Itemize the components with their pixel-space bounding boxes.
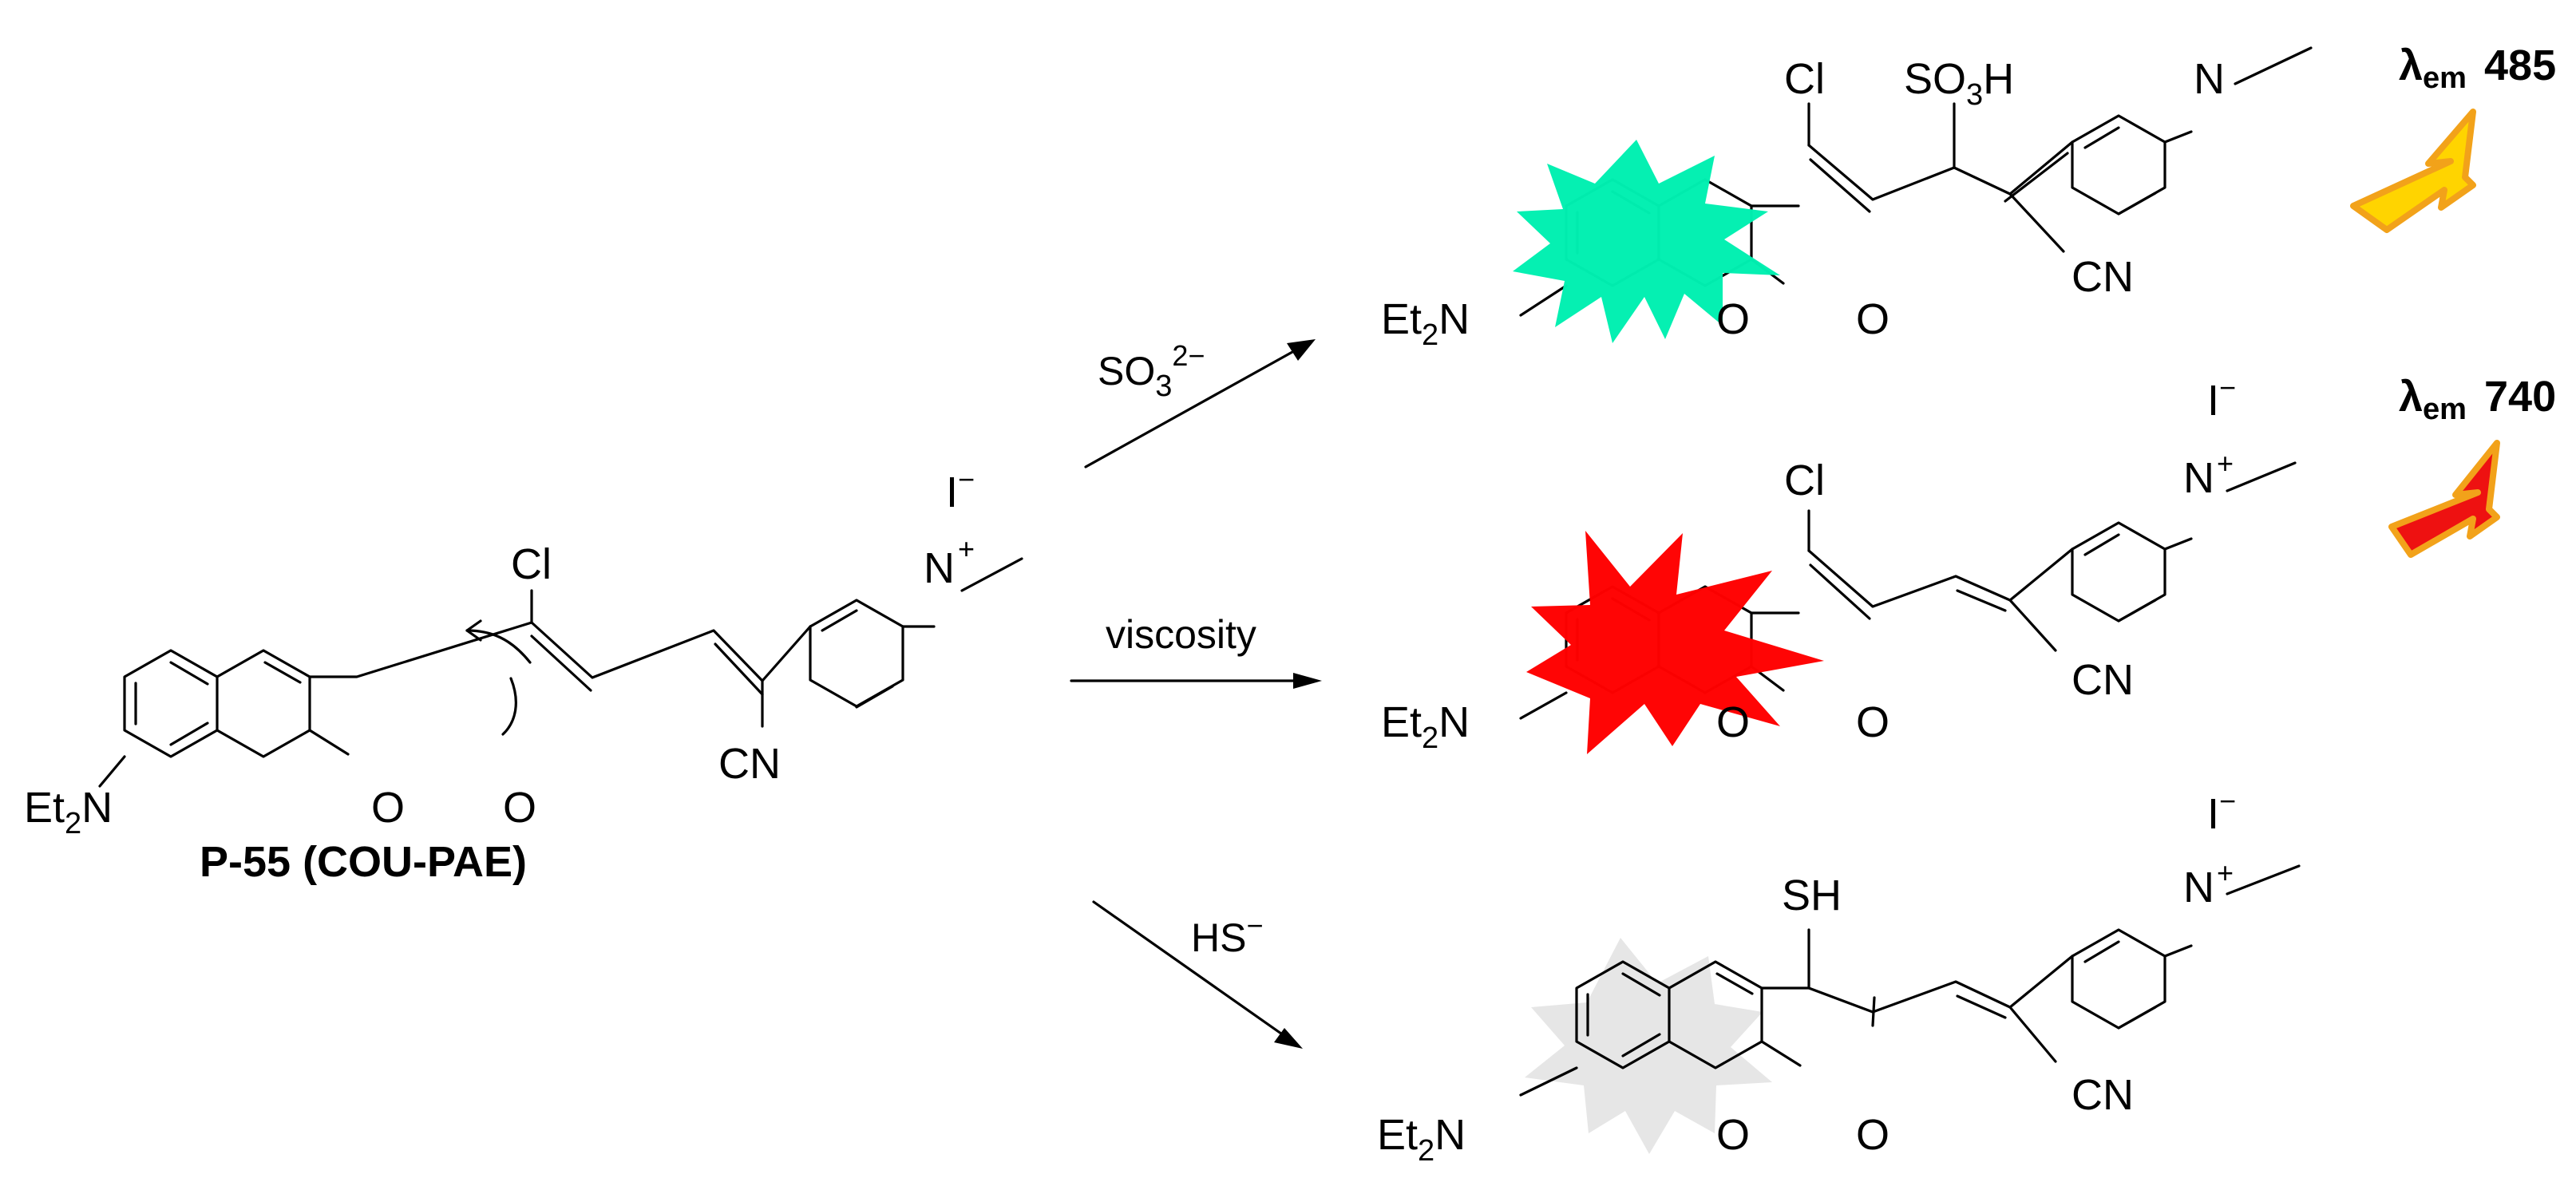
sulfite-adduct-product: Et2N O O Cl SO3H CN N [1381, 46, 2313, 352]
viscosity-reagent-label: viscosity [1106, 612, 1256, 657]
ring-oxygen-label: O [1716, 698, 1750, 746]
fluorescence-burst [1526, 531, 1824, 754]
positive-charge: + [958, 532, 975, 565]
compound-name: P-55 (COU-PAE) [200, 838, 527, 886]
carbonyl-oxygen-label: O [1856, 295, 1889, 343]
fluorescence-burst [1513, 140, 1780, 343]
so3h-label: SO3H [1904, 55, 2014, 112]
hs-product: Et2N O O SH CN N + I− [1377, 785, 2301, 1168]
positive-charge: + [2217, 856, 2234, 889]
thiol-label: SH [1782, 872, 1842, 919]
emission-740: λem 740 [2388, 373, 2556, 558]
emission-wavelength: 485 [2484, 42, 2556, 89]
lightning-bolt-icon [2388, 440, 2500, 558]
sulfite-arrow [1084, 339, 1316, 468]
pyridinium-n-label: N [2183, 864, 2214, 911]
viscosity-product: Et2N O O Cl CN N + I− [1381, 371, 2297, 755]
emission-wavelength: 740 [2484, 373, 2556, 421]
pyridinium-n-label: N [2183, 454, 2214, 502]
carbonyl-oxygen-label: O [503, 784, 536, 832]
emission-lambda: λem [2399, 42, 2467, 95]
et2n-label: Et2N [1377, 1111, 1466, 1168]
et2n-label: Et2N [1381, 295, 1470, 352]
chlorine-label: Cl [1784, 55, 1825, 103]
viscosity-arrow [1070, 673, 1322, 689]
iodide-label: I− [2207, 785, 2236, 838]
ring-oxygen-label: O [371, 784, 405, 832]
emission-lambda: λem [2399, 373, 2467, 426]
hs-reagent-label: HS− [1191, 909, 1264, 960]
nitrile-label: CN [2071, 1071, 2134, 1119]
et2n-label: Et2N [1381, 698, 1470, 755]
carbonyl-oxygen-label: O [1856, 698, 1889, 746]
emission-485: λem 485 [2350, 42, 2556, 233]
chlorine-label: Cl [1784, 457, 1825, 504]
pyridinium-n-label: N [924, 544, 955, 592]
nitrile-label: CN [718, 740, 781, 788]
hs-arrow [1092, 900, 1303, 1049]
reaction-arrows: SO32− viscosity HS− [1070, 339, 1322, 1049]
positive-charge: + [2217, 447, 2234, 480]
nitrile-label: CN [2071, 253, 2134, 301]
sulfite-reagent-label: SO32− [1098, 339, 1205, 403]
iodide-label: I− [946, 463, 975, 516]
nitrile-label: CN [2071, 656, 2134, 704]
pyridine-n-label: N [2194, 55, 2225, 103]
lightning-bolt-icon [2350, 109, 2476, 233]
iodide-label: I− [2207, 371, 2236, 425]
ring-oxygen-label: O [1716, 1111, 1750, 1159]
starting-compound: Et2N O O Cl CN N + I− P-55 (COU-PAE) [24, 463, 1023, 886]
chlorine-label: Cl [511, 540, 552, 588]
ring-oxygen-label: O [1716, 295, 1750, 343]
carbonyl-oxygen-label: O [1856, 1111, 1889, 1159]
et2n-label: Et2N [24, 784, 113, 840]
quenched-burst [1525, 938, 1772, 1154]
